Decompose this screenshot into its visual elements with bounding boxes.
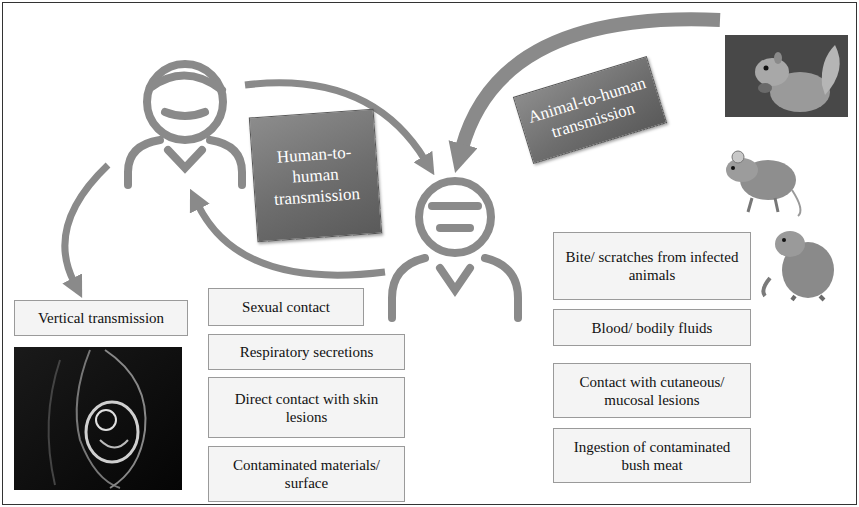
node-text: Ingestion of contaminated bush meat	[562, 438, 742, 474]
node-text: Sexual contact	[242, 298, 330, 316]
squirrel-photo	[725, 35, 848, 117]
route-box: Direct contact with skin lesions	[208, 377, 405, 438]
vertical-arrow	[65, 165, 108, 282]
node-text: Blood/ bodily fluids	[592, 319, 713, 337]
route-box: Ingestion of contaminated bush meat	[553, 428, 751, 483]
person-icon	[392, 181, 518, 318]
fetus-image	[14, 347, 182, 490]
route-box: Contaminated materials/ surface	[208, 446, 405, 502]
route-box: Blood/ bodily fluids	[553, 309, 751, 346]
route-box: Sexual contact	[208, 288, 364, 326]
node-text: Contaminated materials/ surface	[217, 456, 396, 492]
node-text: Bite/ scratches from infected animals	[562, 248, 742, 284]
route-box: Respiratory secretions	[208, 334, 405, 370]
node-text: Human-to-human transmission	[260, 140, 371, 211]
category-box: Animal-to-human transmission	[513, 56, 667, 164]
category-box: Human-to-human transmission	[249, 109, 382, 242]
node-text: Contact with cutaneous/ mucosal lesions	[562, 373, 742, 409]
prairie-dog-photo	[763, 231, 834, 300]
route-box: Vertical transmission	[14, 300, 188, 336]
node-text: Direct contact with skin lesions	[217, 390, 396, 426]
person-icon	[128, 64, 242, 185]
route-box: Bite/ scratches from infected animals	[553, 232, 751, 300]
rat-photo	[726, 151, 800, 216]
node-text: Animal-to-human transmission	[525, 72, 654, 148]
node-text: Respiratory secretions	[240, 343, 374, 361]
node-text: Vertical transmission	[38, 309, 164, 327]
route-box: Contact with cutaneous/ mucosal lesions	[553, 363, 751, 418]
frame	[3, 3, 857, 505]
